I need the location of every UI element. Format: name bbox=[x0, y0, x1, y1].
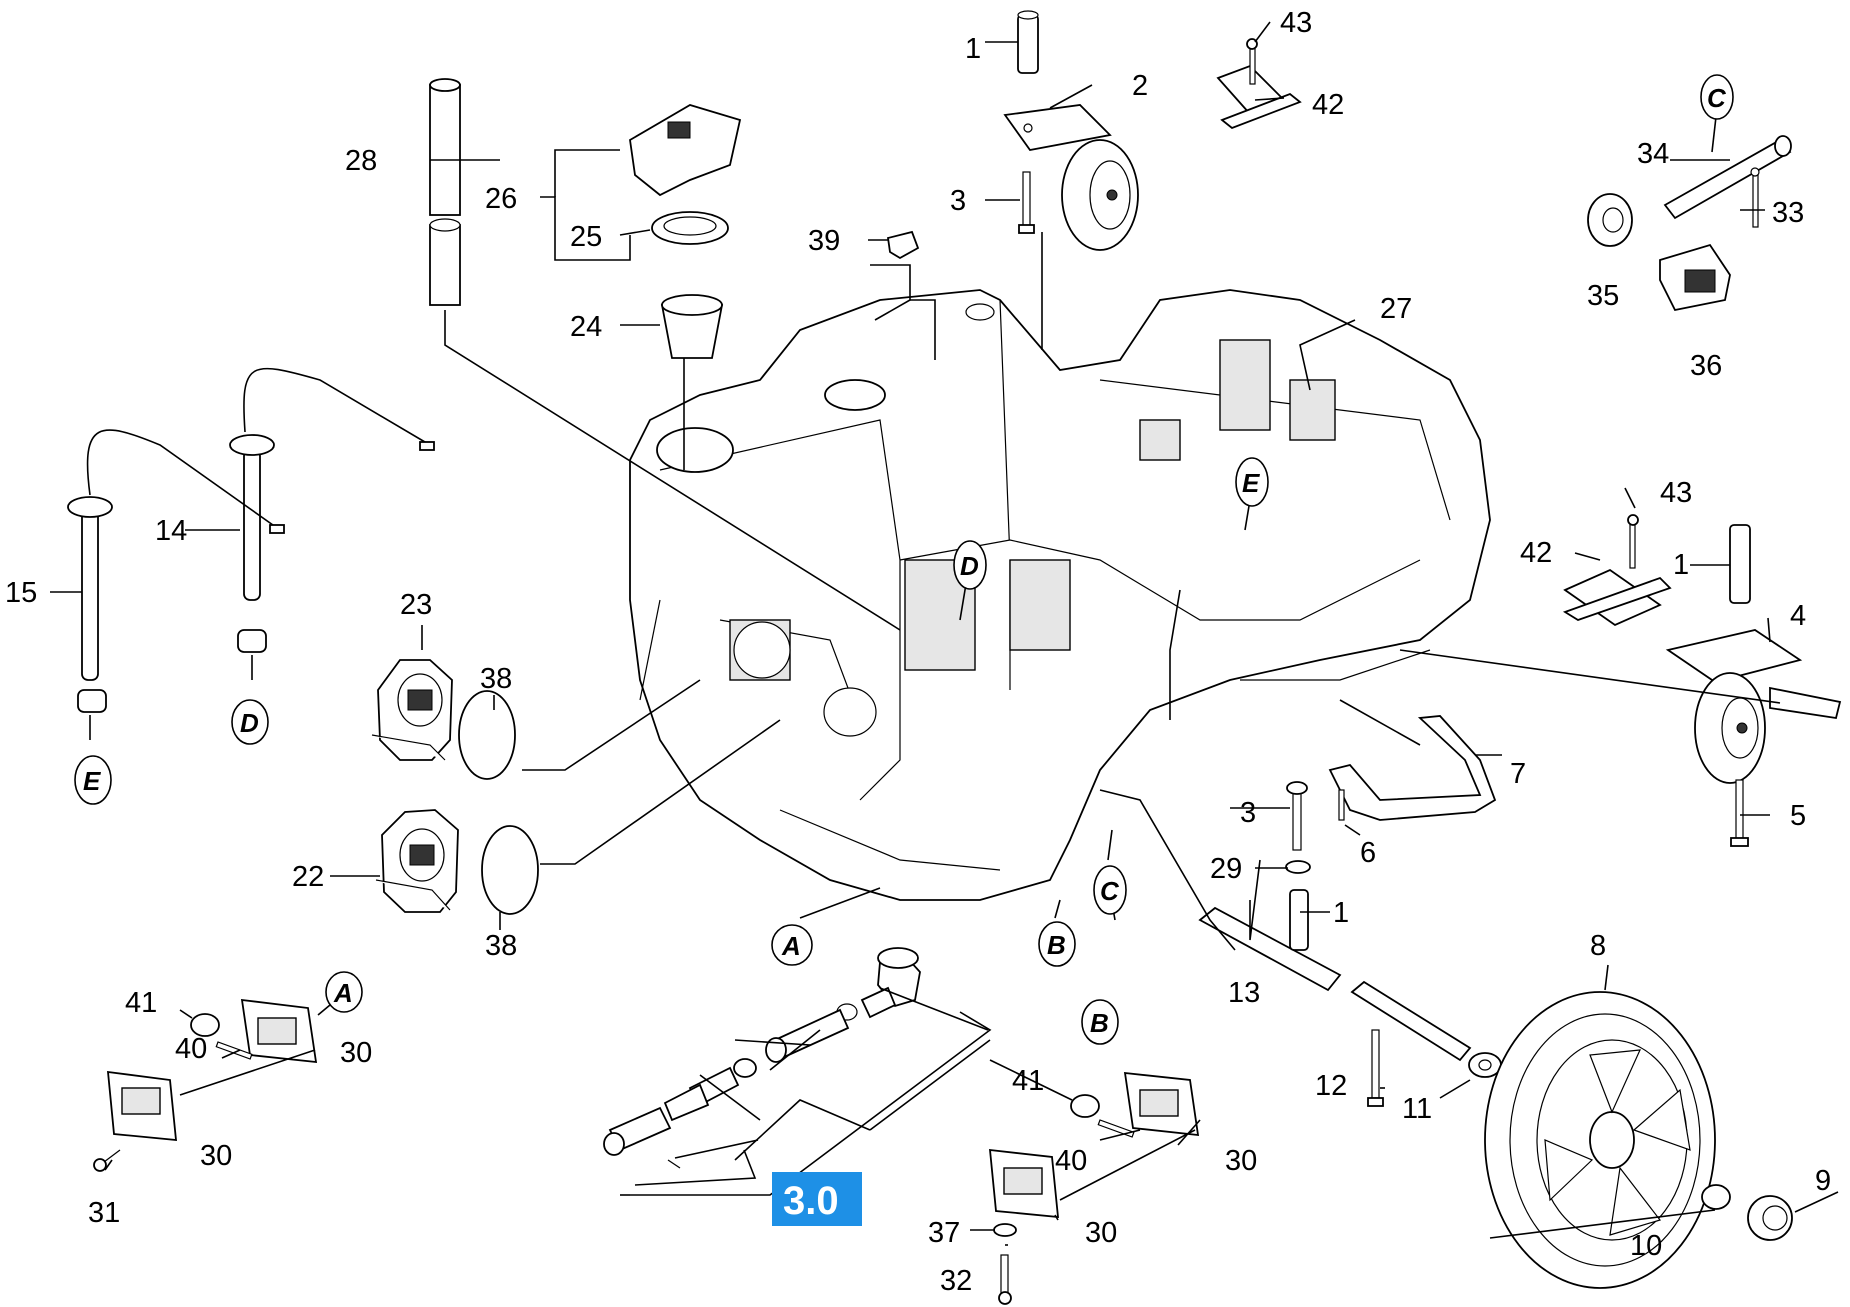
ref-letter-c: C bbox=[1707, 83, 1727, 113]
bracket-set-B bbox=[988, 1071, 1200, 1305]
strainer-24 bbox=[660, 294, 724, 359]
label-28: 28 bbox=[345, 145, 377, 177]
label-23: 23 bbox=[400, 589, 432, 621]
label-12: 12 bbox=[1315, 1070, 1347, 1102]
axle-assembly-right-top bbox=[1587, 135, 1792, 312]
label-10: 10 bbox=[1630, 1230, 1662, 1262]
leader-lines bbox=[50, 21, 1839, 1246]
label-40: 40 bbox=[175, 1033, 207, 1065]
main-housing bbox=[629, 289, 1491, 901]
section-badge[interactable]: 3.0 bbox=[772, 1172, 862, 1226]
bracket-plate-top bbox=[1216, 38, 1302, 130]
reference-letters: A A B B C C D D bbox=[74, 74, 1734, 1045]
label-30-c: 30 bbox=[1225, 1145, 1257, 1177]
tube-28 bbox=[429, 78, 461, 306]
label-14: 14 bbox=[155, 515, 187, 547]
label-26: 26 bbox=[485, 183, 517, 215]
ref-letter-b: B bbox=[1047, 930, 1066, 960]
tube-1-top bbox=[1017, 10, 1039, 74]
float-switch-14 bbox=[229, 367, 435, 653]
label-5: 5 bbox=[1790, 800, 1806, 832]
label-7: 7 bbox=[1510, 758, 1526, 790]
label-1-right: 1 bbox=[1673, 549, 1689, 581]
label-35: 35 bbox=[1587, 280, 1619, 312]
ref-B-lower: B bbox=[1081, 999, 1119, 1045]
label-11: 11 bbox=[1402, 1093, 1432, 1125]
caster-wheel-top bbox=[1003, 104, 1139, 251]
ref-D-lower: D bbox=[231, 699, 269, 745]
o-ring-38-upper bbox=[458, 690, 516, 780]
label-30-b: 30 bbox=[200, 1140, 232, 1172]
ref-C-lower: C bbox=[1093, 865, 1127, 915]
label-36: 36 bbox=[1690, 350, 1722, 382]
label-6: 6 bbox=[1360, 837, 1376, 869]
valve-22 bbox=[375, 809, 459, 913]
label-43: 43 bbox=[1280, 7, 1312, 39]
o-ring-38-lower bbox=[481, 825, 539, 915]
label-27: 27 bbox=[1380, 293, 1412, 325]
seal-ring-25 bbox=[651, 211, 729, 245]
hose-fitting-assembly bbox=[603, 947, 921, 1169]
bracket-set-A bbox=[93, 998, 318, 1172]
ref-letter-d-2: D bbox=[240, 708, 259, 738]
clip-39 bbox=[886, 230, 920, 260]
ref-letter-a: A bbox=[781, 931, 801, 961]
label-13: 13 bbox=[1228, 977, 1260, 1009]
label-38: 38 bbox=[480, 663, 512, 695]
label-24: 24 bbox=[570, 311, 602, 343]
ref-A-upper: A bbox=[771, 924, 813, 966]
ref-letter-e-2: E bbox=[83, 766, 101, 796]
caster-wheel-right bbox=[1665, 524, 1842, 847]
part-number-labels: 1 2 3 43 42 28 26 25 24 39 27 34 33 35 3… bbox=[5, 7, 1831, 1297]
ref-A-lower: A bbox=[325, 971, 363, 1013]
label-15: 15 bbox=[5, 577, 37, 609]
ref-D-upper: D bbox=[953, 540, 987, 590]
label-33: 33 bbox=[1772, 197, 1804, 229]
label-9: 9 bbox=[1815, 1165, 1831, 1197]
label-37: 37 bbox=[928, 1217, 960, 1249]
label-8: 8 bbox=[1590, 930, 1606, 962]
label-29: 29 bbox=[1210, 853, 1242, 885]
ref-letter-e: E bbox=[1242, 468, 1260, 498]
label-22: 22 bbox=[292, 861, 324, 893]
label-2: 2 bbox=[1132, 70, 1148, 102]
label-3: 3 bbox=[950, 185, 966, 217]
ref-letter-b-2: B bbox=[1090, 1008, 1109, 1038]
label-4: 4 bbox=[1790, 600, 1806, 632]
label-39: 39 bbox=[808, 225, 840, 257]
valve-23 bbox=[371, 659, 453, 761]
label-38-lower: 38 bbox=[485, 930, 517, 962]
handle-bracket bbox=[1328, 715, 1497, 821]
ref-C-upper: C bbox=[1700, 74, 1734, 120]
label-32: 32 bbox=[940, 1265, 972, 1297]
float-switch-15 bbox=[67, 429, 285, 713]
label-1: 1 bbox=[965, 33, 981, 65]
ref-letter-c-2: C bbox=[1100, 876, 1120, 906]
ref-letter-d: D bbox=[960, 551, 979, 581]
ref-E-upper: E bbox=[1235, 457, 1269, 507]
ref-letter-a-2: A bbox=[333, 978, 353, 1008]
label-41: 41 bbox=[125, 987, 157, 1019]
label-30: 30 bbox=[340, 1037, 372, 1069]
label-40-b: 40 bbox=[1055, 1145, 1087, 1177]
bracket-plate-right bbox=[1562, 514, 1672, 627]
filter-cap-26 bbox=[629, 104, 742, 197]
screw-3-top bbox=[1018, 171, 1035, 234]
rear-wheel-assembly bbox=[1350, 980, 1793, 1289]
label-30-d: 30 bbox=[1085, 1217, 1117, 1249]
axle-13-assembly bbox=[1198, 781, 1342, 992]
ref-B-upper: B bbox=[1038, 921, 1076, 967]
section-badge-label: 3.0 bbox=[783, 1179, 839, 1223]
label-41-b: 41 bbox=[1012, 1065, 1044, 1097]
label-3-right: 3 bbox=[1240, 797, 1256, 829]
ref-E-lower: E bbox=[74, 755, 112, 805]
label-25: 25 bbox=[570, 221, 602, 253]
label-42-right: 42 bbox=[1520, 537, 1552, 569]
label-42: 42 bbox=[1312, 89, 1344, 121]
label-34: 34 bbox=[1637, 138, 1669, 170]
label-31: 31 bbox=[88, 1197, 120, 1229]
label-43-right: 43 bbox=[1660, 477, 1692, 509]
label-1-lower: 1 bbox=[1333, 897, 1349, 929]
